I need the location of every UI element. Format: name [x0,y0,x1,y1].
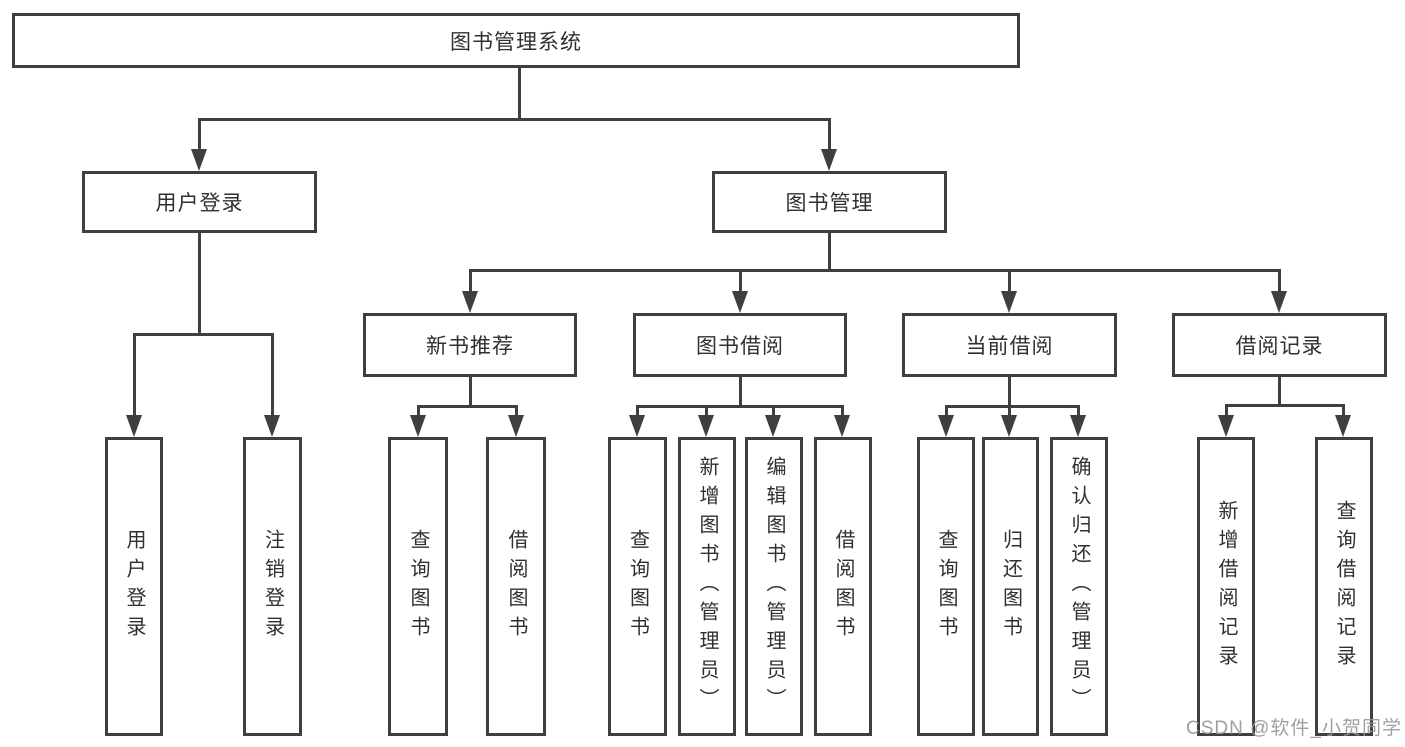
connector-drop [945,405,948,418]
leaf-add-borrow-record: 新增借阅记录 [1197,437,1255,736]
leaf-return-books: 归还图书 [982,437,1039,736]
connector-level1-rail [198,118,831,121]
leaf-recommend-borrow-books: 借阅图书 [486,437,546,736]
leaf-logout-label: 注销登录 [261,528,284,645]
leaf-current-query-books-label: 查询图书 [935,528,957,645]
connector-records-stem [1278,375,1281,406]
arrow-down-icon [1218,415,1234,437]
node-library-system: 图书管理系统 [12,13,1020,68]
arrow-down-icon [264,415,280,437]
arrow-down-icon [1070,415,1086,437]
connector-drop-book-borrow [739,269,742,294]
node-book-management-label: 图书管理 [785,192,874,215]
connector-drop-user-login [198,118,201,152]
connector-drop-current-borrow [1008,269,1011,294]
connector-recommend-rail [417,405,518,408]
arrow-down-icon [191,149,207,171]
leaf-logout: 注销登录 [243,437,302,736]
connector-borrow-rail [636,405,844,408]
connector-current-rail [945,405,1080,408]
connector-root-stem [518,66,521,120]
arrow-down-icon [462,291,478,313]
leaf-borrow-query-books: 查询图书 [608,437,667,736]
connector-recommend-stem [469,375,472,408]
connector-records-rail [1225,404,1345,407]
connector-drop [841,405,844,418]
connector-drop [772,405,775,418]
leaf-current-query-books: 查询图书 [917,437,975,736]
connector-drop [705,405,708,418]
leaf-recommend-borrow-books-label: 借阅图书 [505,528,527,645]
connector-book-management-stem [828,231,831,271]
node-book-borrow-label: 图书借阅 [696,335,784,358]
leaf-edit-books-admin: 编辑图书（管理员） [745,437,803,736]
connector-level3-rail [469,269,1281,272]
arrow-down-icon [698,415,714,437]
arrow-down-icon [410,415,426,437]
connector-drop-login-leaf [133,333,136,417]
connector-drop-book-management [828,118,831,152]
node-new-book-recommend-label: 新书推荐 [426,335,514,358]
node-current-borrow-label: 当前借阅 [965,335,1054,358]
connector-drop [636,405,639,418]
connector-borrow-stem [739,375,742,408]
leaf-borrow-books-label: 借阅图书 [832,528,854,645]
arrow-down-icon [1335,415,1351,437]
arrow-down-icon [732,291,748,313]
leaf-user-login: 用户登录 [105,437,163,736]
arrow-down-icon [1001,291,1017,313]
node-book-management: 图书管理 [712,171,947,233]
leaf-borrow-books: 借阅图书 [814,437,872,736]
connector-drop-logout-leaf [271,333,274,417]
connector-user-login-stem [198,231,201,336]
arrow-down-icon [629,415,645,437]
leaf-add-books-admin-label: 新增图书（管理员） [696,456,718,717]
arrow-down-icon [126,415,142,437]
connector-drop [1342,404,1345,418]
connector-drop-borrow-records [1278,269,1281,294]
node-borrow-records-label: 借阅记录 [1235,335,1324,358]
connector-user-login-rail [133,333,274,336]
arrow-down-icon [1001,415,1017,437]
node-user-login: 用户登录 [82,171,317,233]
leaf-edit-books-admin-label: 编辑图书（管理员） [763,456,785,717]
node-book-borrow: 图书借阅 [633,313,847,377]
arrow-down-icon [765,415,781,437]
connector-drop [1077,405,1080,418]
arrow-down-icon [821,149,837,171]
leaf-query-borrow-record: 查询借阅记录 [1315,437,1373,736]
connector-drop-new-book [469,269,472,294]
node-library-system-label: 图书管理系统 [450,30,582,54]
leaf-query-borrow-record-label: 查询借阅记录 [1333,499,1355,674]
connector-current-stem [1008,375,1011,408]
leaf-borrow-query-books-label: 查询图书 [626,528,649,645]
node-user-login-label: 用户登录 [155,192,244,215]
csdn-watermark: CSDN @软件_小贺同学 [1186,718,1402,739]
leaf-add-books-admin: 新增图书（管理员） [678,437,736,736]
arrow-down-icon [1271,291,1287,313]
leaf-recommend-query-books-label: 查询图书 [407,528,429,645]
connector-drop [515,405,518,418]
node-borrow-records: 借阅记录 [1172,313,1387,377]
connector-drop [417,405,420,418]
arrow-down-icon [938,415,954,437]
leaf-user-login-label: 用户登录 [123,528,145,645]
leaf-add-borrow-record-label: 新增借阅记录 [1215,499,1237,674]
leaf-recommend-query-books: 查询图书 [388,437,448,736]
leaf-confirm-return-admin: 确认归还（管理员） [1050,437,1108,736]
arrow-down-icon [834,415,850,437]
connector-drop [1225,404,1228,418]
node-new-book-recommend: 新书推荐 [363,313,577,377]
node-current-borrow: 当前借阅 [902,313,1117,377]
leaf-return-books-label: 归还图书 [999,528,1022,645]
connector-drop [1008,405,1011,418]
leaf-confirm-return-admin-label: 确认归还（管理员） [1068,456,1090,717]
arrow-down-icon [508,415,524,437]
